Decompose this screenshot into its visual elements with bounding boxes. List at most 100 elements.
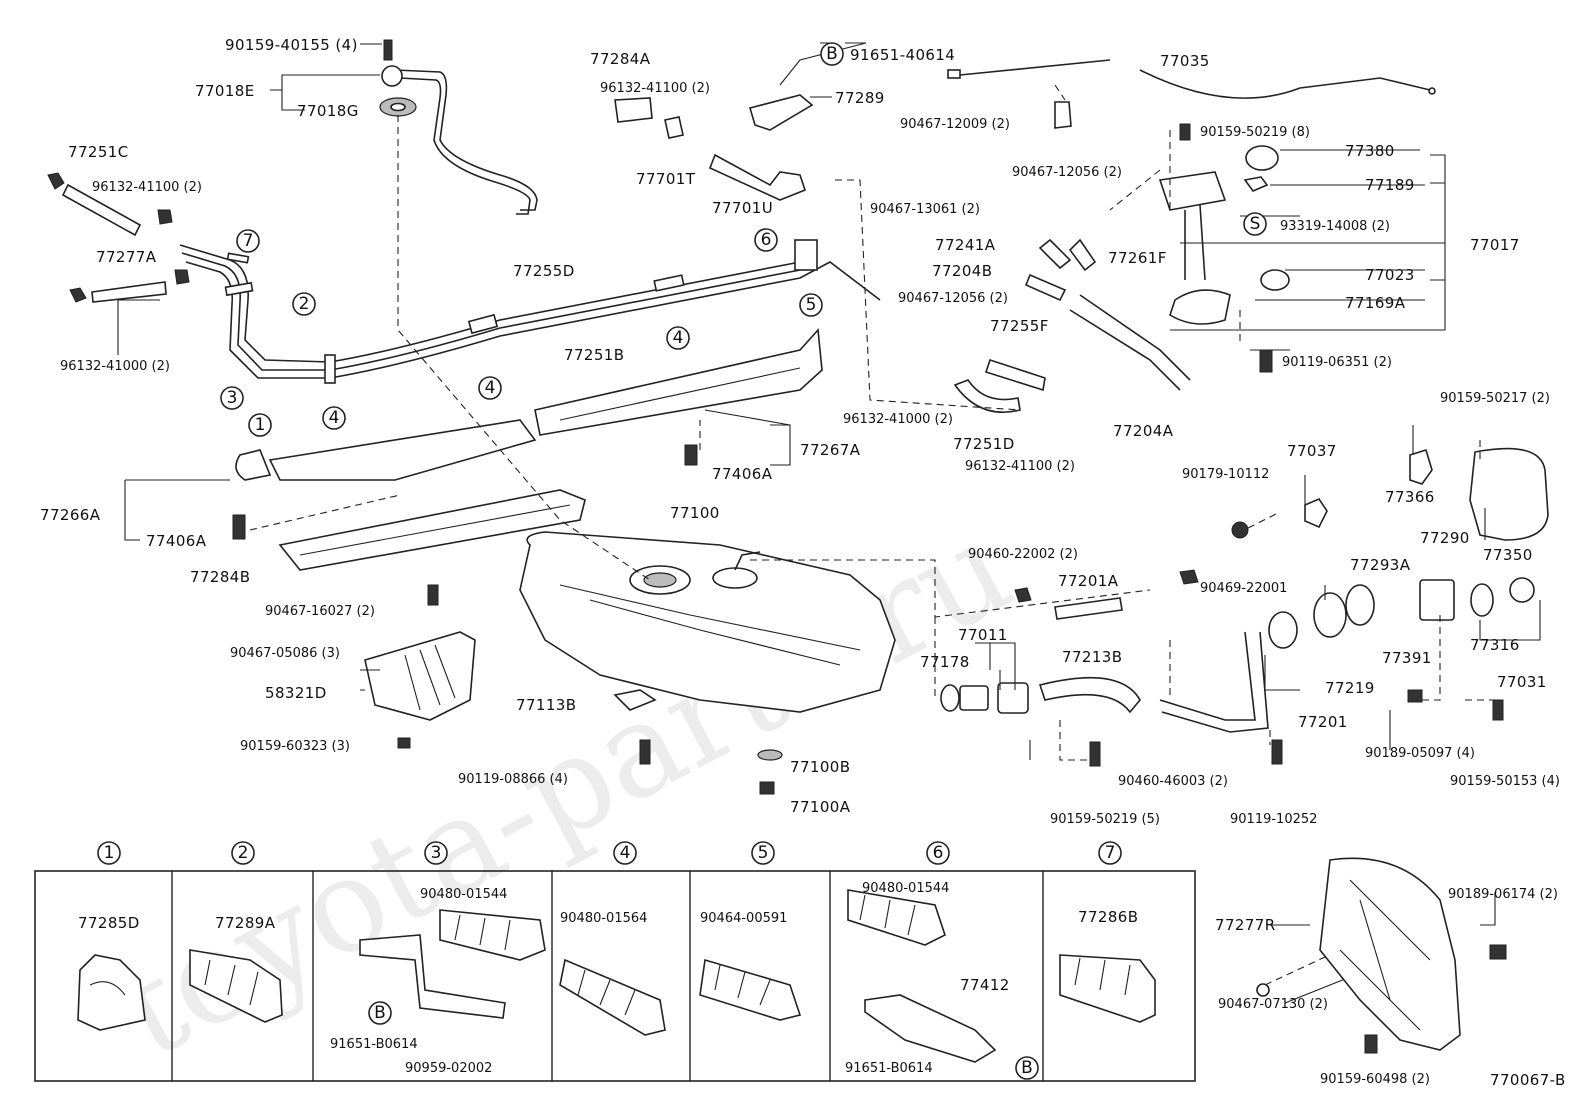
- filler-vent-tube: [379, 39, 538, 215]
- part-label-80: 90464-00591: [700, 911, 787, 926]
- part-number-labels: 90159-40155 (4) 77018E 77018G 77251C 961…: [40, 36, 1566, 1089]
- marker-6-top-label: 6: [761, 230, 772, 250]
- part-label-79: 90480-01564: [560, 911, 647, 926]
- part-label-2: 77018E: [195, 82, 255, 100]
- marker-6-top: [754, 228, 778, 252]
- fuel-lid: [1231, 447, 1549, 541]
- part-label-6: 77277A: [96, 248, 157, 266]
- part-label-89: 770067-B: [1490, 1071, 1566, 1089]
- part-label-76: 90480-01544: [420, 887, 507, 902]
- left-hoses: [47, 172, 190, 303]
- part-label-31: 77255F: [990, 317, 1049, 335]
- part-label-44: 58321D: [265, 684, 327, 702]
- part-label-1: 90159-40155 (4): [225, 36, 358, 54]
- part-label-72: 90159-50217 (2): [1440, 391, 1550, 406]
- marker-4-b: [478, 376, 502, 400]
- marker-3-top: [220, 386, 244, 410]
- marker-5-panel: [751, 841, 775, 865]
- fuel-tubes: [179, 239, 881, 384]
- part-label-86: 90189-06174 (2): [1448, 887, 1558, 902]
- marker-1-top: [248, 413, 272, 437]
- part-label-77: 91651-B0614: [330, 1037, 418, 1052]
- part-label-88: 90159-60498 (2): [1320, 1072, 1430, 1087]
- part-label-25: 90467-12056 (2): [1012, 165, 1122, 180]
- part-label-62: 77293A: [1350, 556, 1411, 574]
- marker-b-panel3-label: B: [374, 1003, 386, 1023]
- marker-1-top-label: 1: [255, 415, 266, 435]
- part-label-47: 77113B: [516, 696, 576, 714]
- part-label-50: 77100A: [790, 798, 851, 816]
- marker-4-panel-label: 4: [620, 843, 631, 863]
- part-label-64: 77290: [1420, 529, 1470, 547]
- part-label-78: 90959-02002: [405, 1061, 492, 1076]
- part-label-7: 96132-41000 (2): [60, 359, 170, 374]
- marker-5-top: [799, 293, 823, 317]
- part-label-23: 77023: [1365, 266, 1415, 284]
- marker-2-panel-label: 2: [238, 843, 249, 863]
- marker-b-panel6-label: B: [1021, 1058, 1033, 1078]
- part-label-4: 77251C: [68, 143, 129, 161]
- part-label-87: 90467-07130 (2): [1218, 997, 1328, 1012]
- part-label-30: 90467-12056 (2): [898, 291, 1008, 306]
- marker-5-top-label: 5: [806, 295, 817, 315]
- part-label-3: 77018G: [297, 102, 359, 120]
- part-label-49: 77100B: [790, 758, 850, 776]
- fasteners: [232, 444, 1504, 767]
- marker-4-b-label: 4: [485, 378, 496, 398]
- dashed-links: [249, 84, 1495, 986]
- marker-4-a-label: 4: [329, 408, 340, 428]
- marker-3-panel-label: 3: [431, 843, 442, 863]
- part-label-40: 77406A: [146, 532, 207, 550]
- marker-6-panel-label: 6: [933, 843, 944, 863]
- fuel-tank-shield: [1256, 857, 1507, 1054]
- part-label-17: 77035: [1160, 52, 1210, 70]
- part-label-34: 77251D: [953, 435, 1015, 453]
- marker-5-panel-label: 5: [758, 843, 769, 863]
- marker-4-c: [666, 326, 690, 350]
- part-label-28: 77261F: [1108, 249, 1167, 267]
- part-label-8: 77255D: [513, 262, 575, 280]
- marker-7-panel-label: 7: [1105, 843, 1116, 863]
- part-label-45: 90159-60323 (3): [240, 739, 350, 754]
- part-label-15: 77289: [835, 89, 885, 107]
- part-label-18: 90159-50219 (8): [1200, 125, 1310, 140]
- marker-3-panel: [424, 841, 448, 865]
- part-label-9: 77251B: [564, 346, 624, 364]
- part-label-33: 96132-41000 (2): [843, 412, 953, 427]
- part-label-75: 77289A: [215, 914, 276, 932]
- marker-4-panel: [613, 841, 637, 865]
- part-label-20: 77189: [1365, 176, 1415, 194]
- part-label-52: 77201A: [1058, 572, 1119, 590]
- part-label-37: 77267A: [800, 441, 861, 459]
- part-label-5: 96132-41100 (2): [92, 180, 202, 195]
- part-label-65: 77316: [1470, 636, 1520, 654]
- part-label-16: 90467-12009 (2): [900, 117, 1010, 132]
- part-label-41: 77284B: [190, 568, 250, 586]
- part-label-67: 90189-05097 (4): [1365, 746, 1475, 761]
- part-label-53: 90469-22001: [1200, 581, 1287, 596]
- marker-b-top: [820, 42, 844, 66]
- part-label-66: 77031: [1497, 673, 1547, 691]
- part-label-46: 77100: [670, 504, 720, 522]
- marker-7-panel: [1098, 841, 1122, 865]
- part-label-29: 77204B: [932, 262, 992, 280]
- marker-7-top: [236, 229, 260, 253]
- part-label-36: 77204A: [1113, 422, 1174, 440]
- part-label-55: 77178: [920, 653, 970, 671]
- part-label-59: 90119-10252: [1230, 812, 1317, 827]
- part-label-10: 77284A: [590, 50, 651, 68]
- marker-4-c-label: 4: [673, 328, 684, 348]
- part-label-48: 90119-08866 (4): [458, 772, 568, 787]
- part-label-14: 91651-40614: [850, 46, 955, 64]
- marker-1-panel-label: 1: [104, 843, 115, 863]
- part-label-84: 77286B: [1078, 908, 1138, 926]
- part-label-82: 77412: [960, 976, 1010, 994]
- center-hoses: [614, 94, 1097, 414]
- marker-1-panel: [97, 841, 121, 865]
- part-label-56: 77213B: [1062, 648, 1122, 666]
- part-label-69: 77037: [1287, 442, 1337, 460]
- part-label-27: 77241A: [935, 236, 996, 254]
- part-label-73: 77350: [1483, 546, 1533, 564]
- part-label-19: 77380: [1345, 142, 1395, 160]
